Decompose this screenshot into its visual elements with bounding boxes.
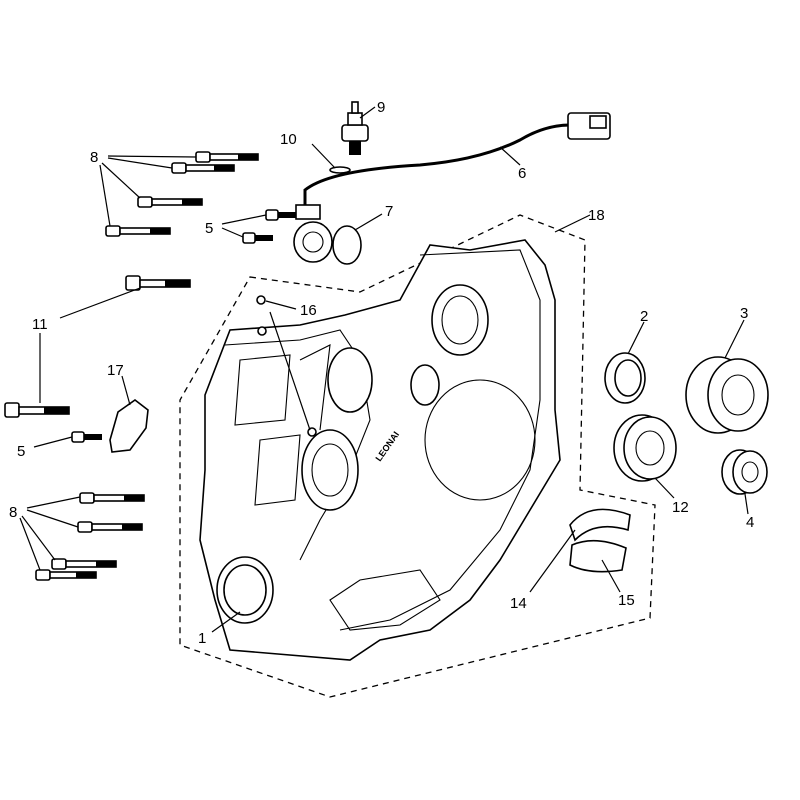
callout-14: 14: [510, 595, 527, 612]
bolts-8-top: [105, 151, 259, 237]
callout-6: 6: [518, 165, 526, 182]
bolt-5-lower: [71, 431, 102, 443]
callout-3: 3: [740, 305, 748, 322]
callout-7: 7: [385, 203, 393, 220]
callout-16: 16: [300, 302, 317, 319]
callout-8-top: 8: [90, 149, 98, 166]
callout-12: 12: [672, 499, 689, 516]
bolts-5-top: [242, 209, 296, 244]
callout-9: 9: [377, 99, 385, 116]
bearing-3: [685, 356, 769, 434]
oring-7: [332, 225, 362, 265]
callout-18: 18: [588, 207, 605, 224]
crankcase-group-outline: [179, 214, 656, 698]
bearing-4: [721, 449, 768, 495]
callout-8-lower: 8: [9, 504, 17, 521]
callout-4: 4: [746, 514, 754, 531]
callout-17: 17: [107, 362, 124, 379]
washer-10: [329, 166, 351, 174]
bracket-17: [109, 399, 149, 453]
seal-2: [604, 352, 646, 404]
callout-5-lower: 5: [17, 443, 25, 460]
bolt-11: [4, 275, 191, 418]
callout-15: 15: [618, 592, 635, 609]
plug-16: [256, 295, 266, 305]
callout-11: 11: [32, 316, 48, 333]
bushing-14-15: [569, 508, 631, 573]
callout-2: 2: [640, 308, 648, 325]
crankcase: LEONAI: [199, 239, 561, 661]
bearing-12: [613, 414, 677, 482]
wire-harness-6: [293, 112, 611, 263]
sensor-9: [341, 101, 369, 155]
bolts-8-lower: [35, 492, 145, 581]
leader-lines: [19, 106, 749, 633]
callout-1: 1: [198, 630, 206, 647]
callout-10: 10: [280, 131, 297, 148]
callout-5-top: 5: [205, 220, 213, 237]
